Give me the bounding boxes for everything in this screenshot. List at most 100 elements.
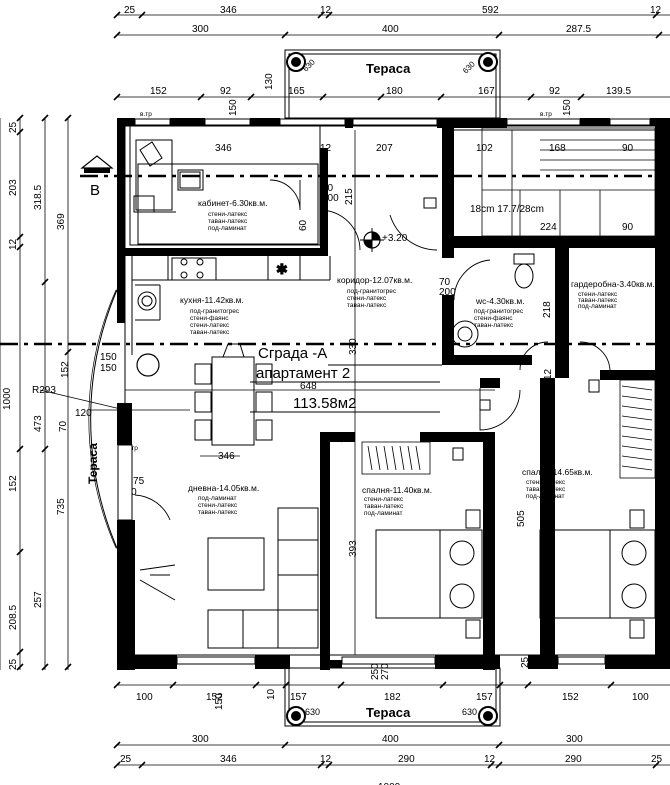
dim-bot-250: 250 xyxy=(370,663,381,680)
dim-inner-215: 215 xyxy=(344,188,355,205)
dimension-labels: 25 346 12 592 12 300 400 287.5 152 92 13… xyxy=(2,5,663,785)
dim-bot-346: 346 xyxy=(220,754,237,765)
dim-bot-400: 400 xyxy=(382,734,399,745)
dim-left-473: 473 xyxy=(33,415,44,432)
dim-bot-152a: 152 xyxy=(206,692,223,703)
dim-top-300: 300 xyxy=(192,24,209,35)
room-finish: стени-латекс xyxy=(347,295,387,302)
wc-fixtures xyxy=(451,253,535,348)
room-finish: стени-латекс xyxy=(578,291,618,298)
terrace-top-label: Тераса xyxy=(366,61,411,76)
dim-bot-25a: 25 xyxy=(520,656,531,668)
apartment-title: Сграда -А апартамент 2 113.58м2 xyxy=(250,345,440,413)
axis-lines xyxy=(0,174,670,346)
dim-top-139: 139.5 xyxy=(606,86,631,97)
terrace-bottom-label: Тераса xyxy=(366,705,411,720)
room-finish: под-ламинат xyxy=(198,495,237,502)
dim-center-393: 393 xyxy=(348,540,359,557)
dim-top-150b: 150 xyxy=(562,99,573,116)
room-finish: таван-латекс xyxy=(208,218,248,225)
room-finish: таван-латекс xyxy=(474,322,514,329)
dim-inner-102: 102 xyxy=(476,143,493,154)
dim-bot-300b: 300 xyxy=(566,734,583,745)
room-finish: под-ламинат xyxy=(364,510,403,517)
title-building: Сграда -А xyxy=(258,345,327,362)
vent-label-1: в.тр xyxy=(140,111,152,118)
room-finish: стени-фаянс xyxy=(190,315,229,322)
room-wc: wc-4.30кв.м. под-гранитогрес стени-фаянс… xyxy=(474,296,525,329)
room-finish: под-ламинат xyxy=(208,225,247,232)
dim-bot-300a: 300 xyxy=(192,734,209,745)
electrical-boxes xyxy=(423,197,600,461)
dim-inner-168: 168 xyxy=(549,143,566,154)
dim-inner-207: 207 xyxy=(376,143,393,154)
living-sofa xyxy=(139,507,319,649)
dim-top-130: 130 xyxy=(264,73,275,90)
dim-inner-224: 224 xyxy=(540,222,557,233)
dim-inner-12d: 12 xyxy=(543,368,554,380)
room-name: кабинет-6.30кв.м. xyxy=(198,198,267,208)
stair-label: 18cm 17.7/28cm xyxy=(470,204,544,215)
room-corridor: коридор-12.07кв.м. под-гранитогрес стени… xyxy=(337,275,412,309)
dim-top-167: 167 xyxy=(478,86,495,97)
room-name: дневна-14.05кв.м. xyxy=(188,483,259,493)
room-finish: таван-латекс xyxy=(364,503,404,510)
windows xyxy=(117,118,651,665)
room-finish: таван-латекс xyxy=(190,329,230,336)
dim-top-92b: 92 xyxy=(549,86,561,97)
dim-top-152: 152 xyxy=(150,86,167,97)
wardrobe-bedroom1 xyxy=(361,441,431,475)
dim-left-152b: 152 xyxy=(60,361,71,378)
room-finish: под-ламинат xyxy=(578,303,617,310)
dim-center-346: 346 xyxy=(218,451,235,462)
terrace-left-label: Тераса xyxy=(86,443,100,484)
room-finish: стени-латекс xyxy=(190,322,230,329)
title-apartment: апартамент 2 xyxy=(256,365,350,382)
room-finish: под-гранитогрес xyxy=(347,288,397,295)
room-name: спалня-11.40кв.м. xyxy=(362,485,432,495)
wall-outlines xyxy=(124,118,655,668)
dim-bot-150: 150 xyxy=(214,693,225,710)
room-kitchen: кухня-11.42кв.м. под-гранитогрес стени-ф… xyxy=(180,295,244,336)
title-area: 113.58м2 xyxy=(293,395,356,412)
room-name: спалня-14.65кв.м. xyxy=(522,467,593,477)
dim-left-25a: 25 xyxy=(8,121,19,133)
dim-bot-1000: 1000 xyxy=(378,782,401,785)
dim-left-150b: 150 xyxy=(100,363,117,374)
terrace-columns xyxy=(286,52,498,726)
terrace-left-arc xyxy=(90,282,121,556)
dim-bot-290b: 290 xyxy=(565,754,582,765)
section-mark: В xyxy=(80,155,114,199)
dim-bot-10: 10 xyxy=(266,688,277,700)
dim-left-150a: 150 xyxy=(100,352,117,363)
dim-bot-157b: 157 xyxy=(476,692,493,703)
dim-left-369: 369 xyxy=(56,213,67,230)
dim-left-152: 152 xyxy=(8,475,19,492)
dim-bot-100b: 100 xyxy=(632,692,649,703)
dim-left-735: 735 xyxy=(56,498,67,515)
dimension-lines xyxy=(0,14,670,766)
room-finish: стени-латекс xyxy=(526,479,566,486)
dim-top-287: 287.5 xyxy=(566,24,591,35)
dim-inner-346: 346 xyxy=(215,143,232,154)
dim-top-25a: 25 xyxy=(124,5,136,16)
room-finish: таван-латекс xyxy=(578,297,618,304)
level-marker xyxy=(360,228,384,252)
dim-left-257: 257 xyxy=(33,591,44,608)
room-name: wc-4.30кв.м. xyxy=(475,296,525,306)
dim-bot-152b: 152 xyxy=(562,692,579,703)
dim-top-180: 180 xyxy=(386,86,403,97)
sink xyxy=(136,353,160,377)
level-mark: +3.20 xyxy=(382,233,408,244)
dim-inner-60: 60 xyxy=(298,219,309,231)
dim-top-400: 400 xyxy=(382,24,399,35)
dim-bot-25d: 25 xyxy=(651,754,663,765)
dim-bot-182: 182 xyxy=(384,692,401,703)
dim-bot-25c: 25 xyxy=(120,754,132,765)
dim-top-346: 346 xyxy=(220,5,237,16)
dim-left-70: 70 xyxy=(58,420,69,432)
section-mark-label: В xyxy=(90,182,100,199)
room-name: кухня-11.42кв.м. xyxy=(180,295,244,305)
room-office: кабинет-6.30кв.м. стени-латекс таван-лат… xyxy=(198,198,267,232)
dim-inner-218: 218 xyxy=(542,301,553,318)
